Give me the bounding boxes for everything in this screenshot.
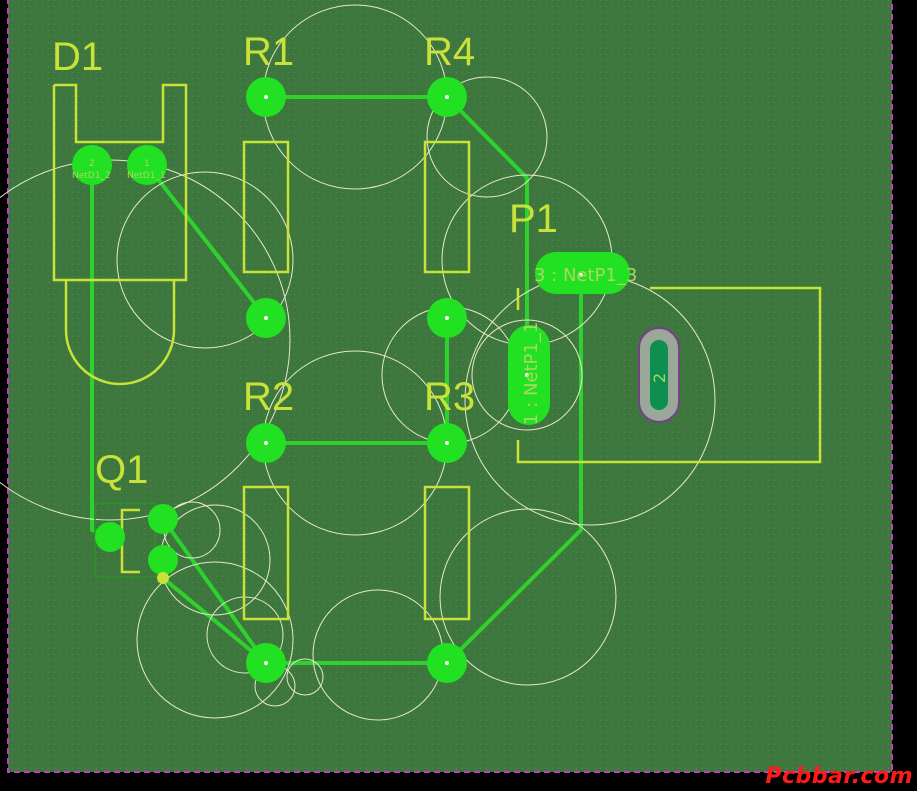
watermark: Pcbbar.com: [765, 764, 913, 789]
d1-pad-1-net: NetD1_1: [127, 171, 166, 181]
drill-holes: [264, 95, 583, 665]
designator-r2: R2: [243, 375, 294, 419]
silkscreen: [52, 83, 822, 621]
pads: [72, 77, 680, 683]
tracks: [90, 95, 583, 665]
designator-r3: R3: [424, 375, 475, 419]
p1-pad-2-label: 2: [650, 373, 669, 383]
designator-p1: P1: [509, 197, 558, 241]
d1-pad-1-number: 1: [144, 159, 150, 169]
d1-pad-2-number: 2: [89, 159, 95, 169]
p1-pad-1-label: 1 : NetP1_1: [521, 322, 542, 425]
board-outline: [7, 0, 893, 773]
designator-q1: Q1: [95, 448, 148, 492]
p1-pad-3-label: 3 : NetP1_3: [534, 265, 637, 286]
d1-pad-2-net: NetD1_2: [72, 171, 111, 181]
designator-r1: R1: [243, 30, 294, 74]
designator-d1: D1: [52, 35, 103, 79]
designator-r4: R4: [424, 30, 475, 74]
